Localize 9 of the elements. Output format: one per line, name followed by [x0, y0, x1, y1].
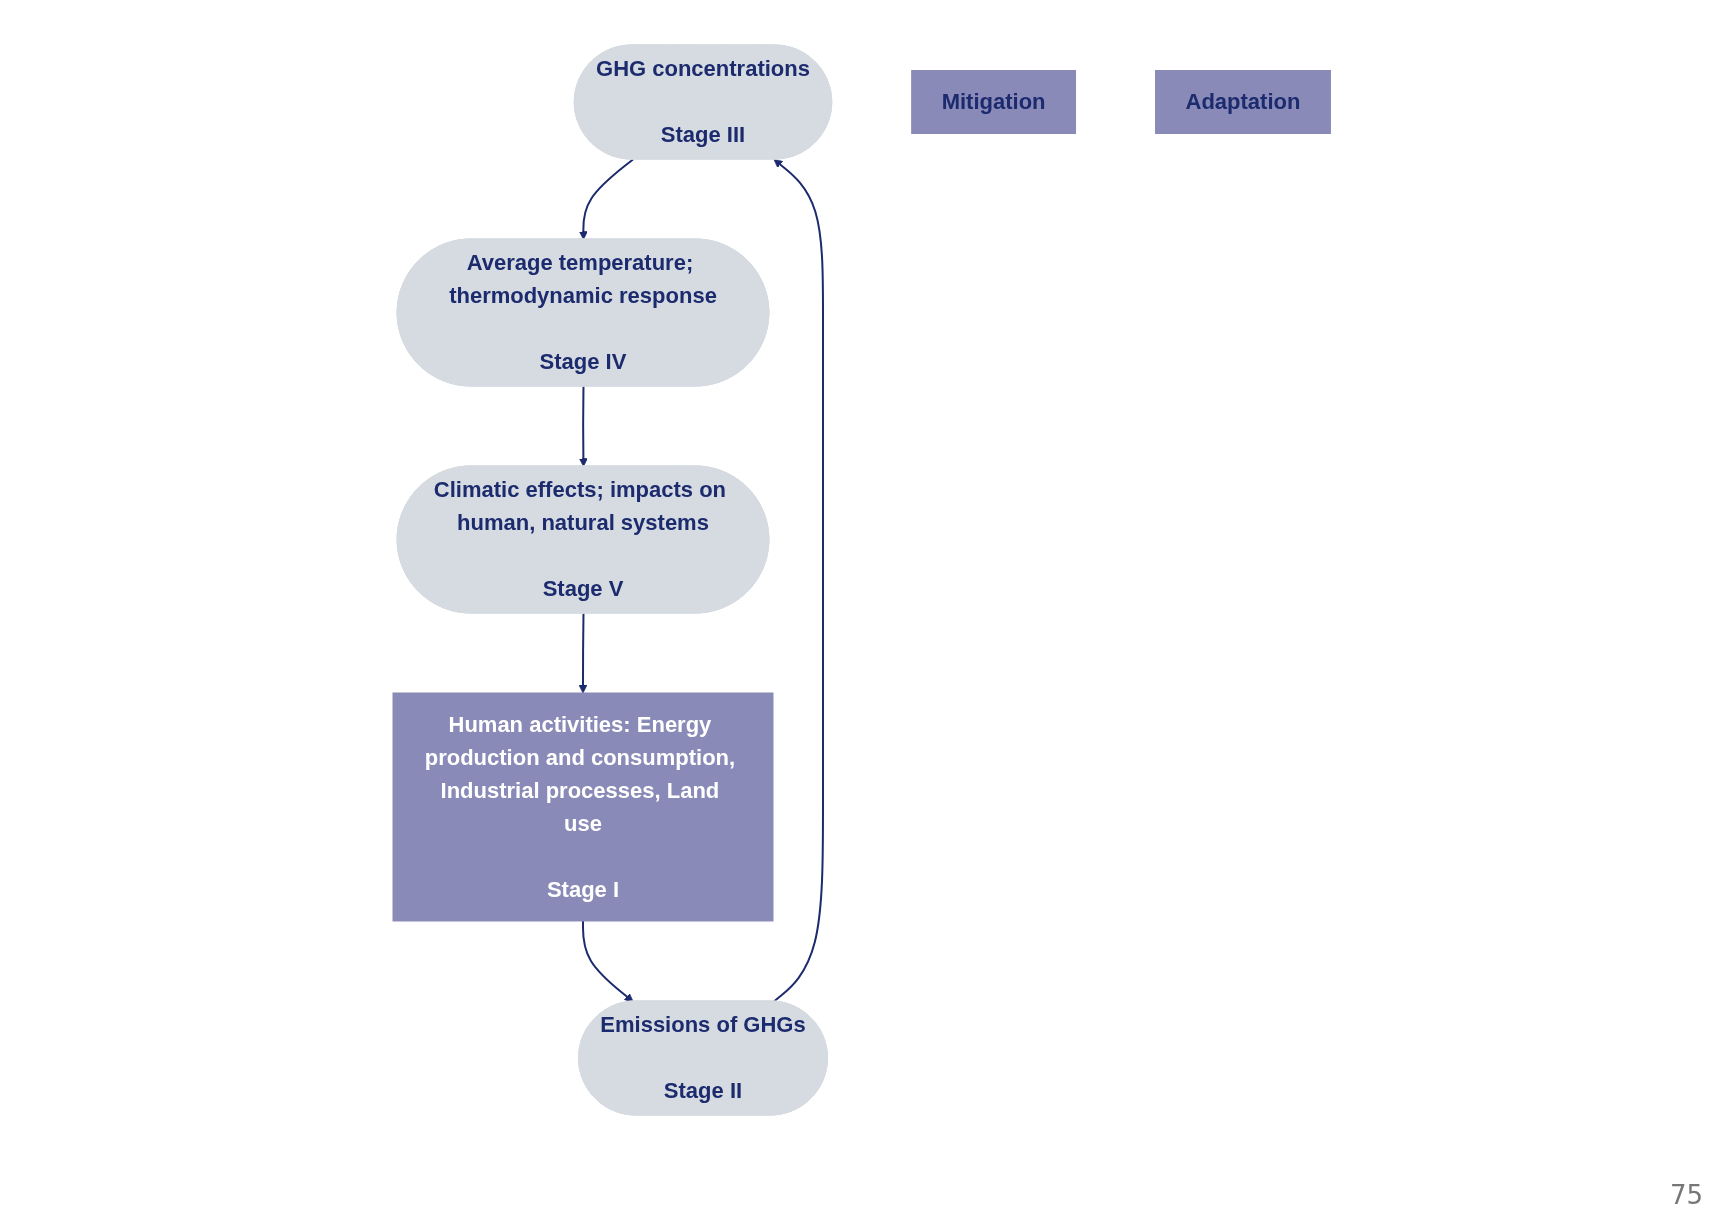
arrow: [772, 159, 824, 1003]
arrow: [578, 385, 588, 467]
arrow: [581, 920, 634, 1002]
arrow: [578, 612, 588, 694]
node-box: Mitigation: [910, 70, 1076, 134]
arrow: [578, 158, 634, 240]
page-number: 75: [1669, 1180, 1703, 1210]
node-box: Human activities: Energy production and consumption, Industrial processes, Land use Stage I: [392, 692, 774, 922]
node-box: Adaptation: [1154, 70, 1331, 134]
